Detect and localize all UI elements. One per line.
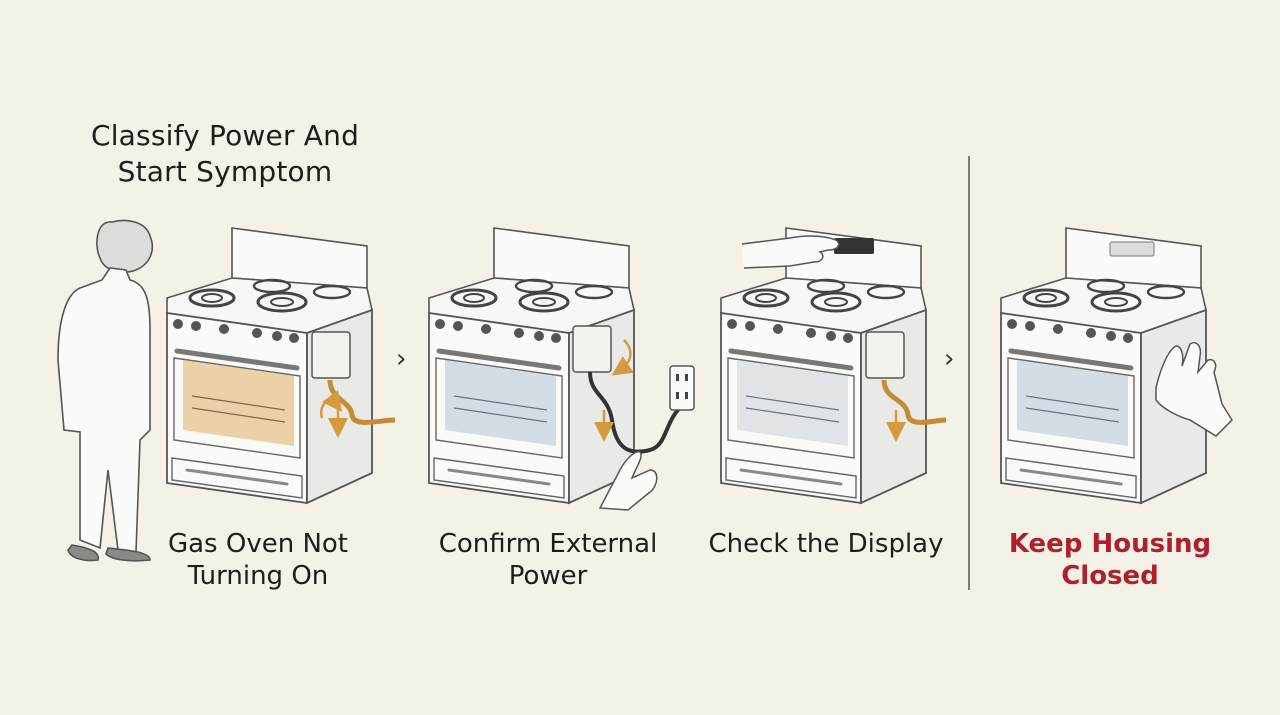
control-display xyxy=(834,238,874,254)
step4-caption: Keep Housing Closed xyxy=(1008,529,1212,591)
step1-caption: Gas Oven Not Turning On xyxy=(167,529,349,591)
step-arrow-2: › xyxy=(944,344,955,374)
power-cord-icon xyxy=(572,325,686,454)
wall-outlet-icon xyxy=(669,365,695,411)
hand-on-housing-icon xyxy=(1155,342,1233,437)
control-display-4 xyxy=(1109,241,1155,257)
step2-caption: Confirm External Power xyxy=(438,529,658,591)
gas-valve-icon-3 xyxy=(865,331,947,442)
step2-illustration xyxy=(429,228,695,511)
section-divider xyxy=(968,156,970,590)
gas-valve-icon xyxy=(311,331,396,438)
step1-illustration xyxy=(57,219,396,562)
step3-caption: Check the Display xyxy=(708,529,944,559)
hand-touching-display-icon xyxy=(741,235,840,269)
diagram-title: Classify Power And Start Symptom xyxy=(90,119,360,188)
step4-illustration xyxy=(1001,228,1233,503)
hand-pointing-icon xyxy=(598,451,658,511)
step-arrow-1: › xyxy=(396,344,407,374)
step3-illustration xyxy=(721,228,947,503)
person-figure xyxy=(57,219,154,562)
